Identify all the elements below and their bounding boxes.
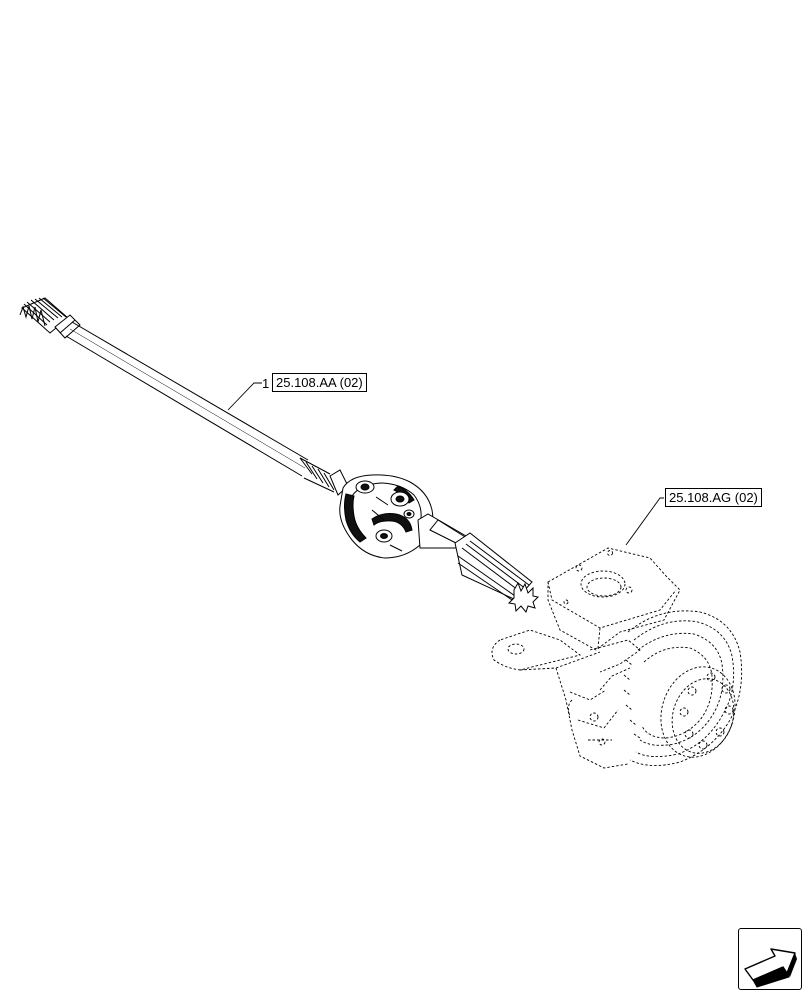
arrow-navigation-icon [744, 948, 797, 988]
item-number-1: 1 [262, 376, 270, 391]
stub-shaft [417, 513, 540, 614]
navigation-button[interactable] [738, 928, 802, 990]
leader-line-item-1 [227, 382, 262, 411]
part-reference-label[interactable]: 25.108.AA (02) [272, 373, 367, 392]
steering-knuckle [491, 547, 743, 769]
related-reference-label[interactable]: 25.108.AG (02) [665, 488, 762, 507]
shaft-inner-spline [19, 297, 69, 334]
leader-lines [227, 382, 664, 546]
axle-shaft [19, 297, 349, 496]
leader-line-related [625, 497, 664, 546]
universal-joint [339, 474, 434, 559]
